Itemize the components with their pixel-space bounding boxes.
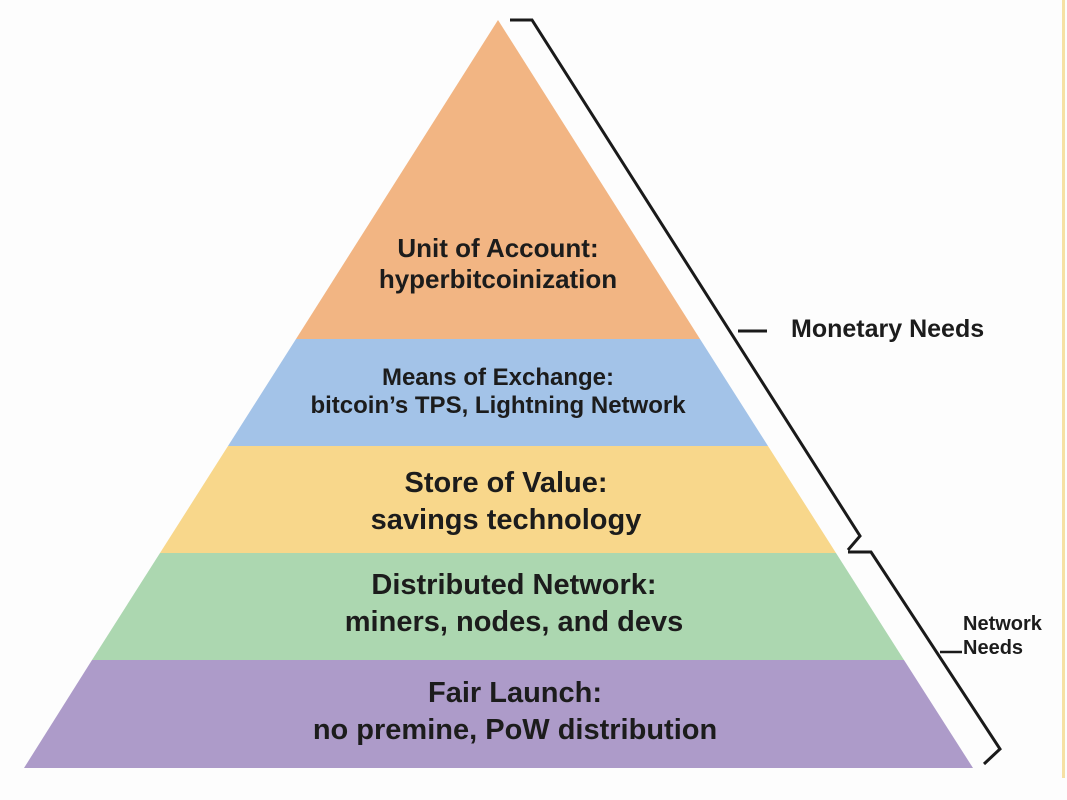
layer-title: Distributed Network: — [371, 569, 657, 601]
layer-fair-launch: Fair Launch: no premine, PoW distributio… — [313, 675, 717, 749]
network-needs-label-line1: Network — [963, 613, 1042, 635]
layer-title: Fair Launch: — [427, 677, 602, 709]
layer-distributed-network: Distributed Network: miners, nodes, and … — [345, 567, 683, 641]
network-needs-label-line2: Needs — [963, 637, 1024, 659]
layer-unit-of-account: Unit of Account: hyperbitcoinization — [379, 233, 617, 294]
monetary-needs-bracket — [510, 18, 862, 551]
monetary-needs-label: Monetary Needs — [791, 315, 985, 343]
layer-title: Unit of Account: — [397, 233, 599, 263]
layer-store-of-value: Store of Value: savings technology — [371, 465, 642, 539]
network-needs-bracket — [848, 550, 1002, 766]
layer-subtitle: no premine, PoW distribution — [312, 714, 718, 747]
layer-store-of-value-shape — [160, 446, 836, 553]
layer-subtitle: miners, nodes, and devs — [344, 606, 684, 639]
layer-title: Store of Value: — [404, 467, 608, 499]
layer-title: Means of Exchange: — [381, 364, 615, 391]
layer-subtitle: hyperbitcoinization — [378, 263, 618, 294]
layer-means-of-exchange-shape — [228, 339, 768, 446]
layer-subtitle: savings technology — [370, 504, 642, 537]
network-needs-label: Network Needs — [963, 612, 1042, 660]
layer-unit-of-account-shape — [296, 20, 700, 339]
layer-means-of-exchange: Means of Exchange: bitcoin’s TPS, Lightn… — [310, 364, 685, 421]
layer-distributed-network-shape — [92, 553, 904, 660]
layer-fair-launch-shape — [24, 660, 973, 768]
right-edge-accent-line — [1062, 0, 1065, 778]
layer-subtitle: bitcoin’s TPS, Lightning Network — [310, 392, 686, 420]
